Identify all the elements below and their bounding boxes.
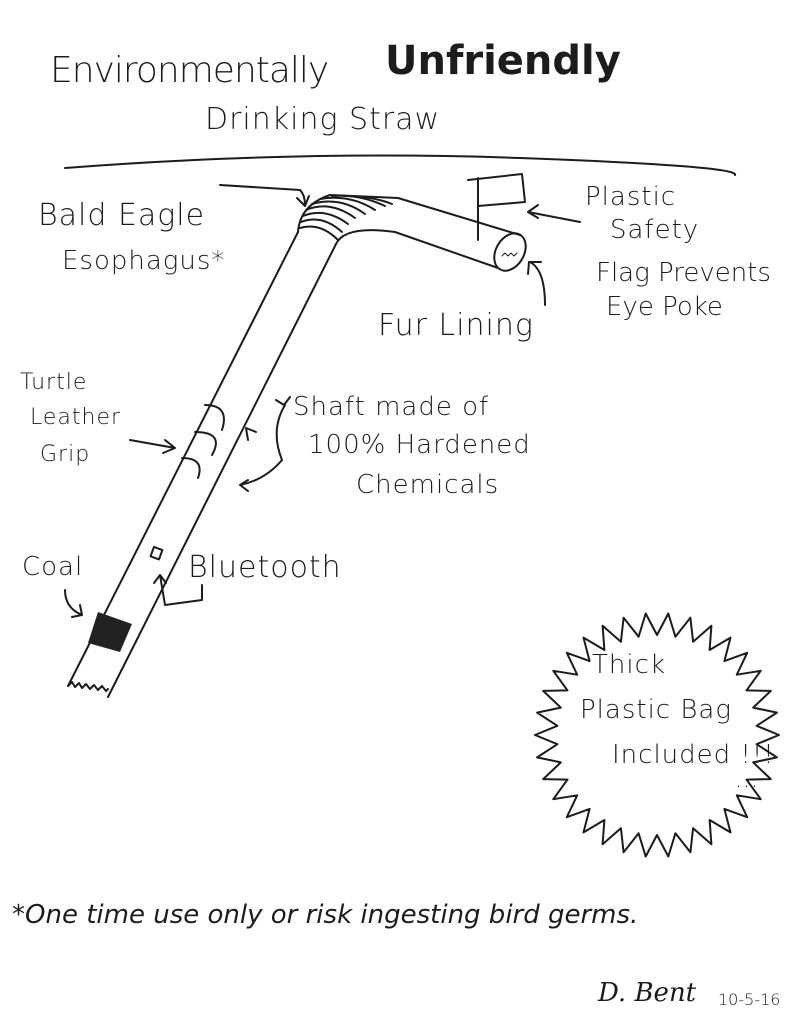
straw-top-lower-edge: [394, 231, 499, 269]
label-bald-eagle: Bald Eagle: [38, 198, 206, 233]
label-turtle-3: Grip: [40, 442, 91, 467]
label-shaft-3: Chemicals: [356, 470, 500, 500]
starburst-line1: Thick: [592, 650, 666, 680]
label-flag-2: Safety: [610, 215, 700, 245]
label-turtle-2: Leather: [30, 405, 122, 430]
arrow-fur: [527, 261, 546, 306]
signature-name: D. Bent: [598, 978, 697, 1008]
label-flag-1: Plastic: [585, 182, 677, 212]
arrow-coal: [64, 589, 83, 618]
starburst: [534, 612, 780, 858]
label-bluetooth: Bluetooth: [188, 550, 342, 585]
arrow-bluetooth: [153, 574, 203, 606]
arrow-grip: [129, 439, 176, 454]
coal-band: [88, 612, 132, 652]
starburst-dots: ...: [735, 768, 759, 793]
label-turtle-1: Turtle: [20, 370, 88, 395]
signature-date: 10-5-16: [718, 990, 781, 1009]
title-divider: [64, 154, 737, 176]
straw-bottom-fringe: [67, 681, 109, 692]
label-coal: Coal: [22, 552, 84, 582]
title-emphasis: Unfriendly: [385, 38, 621, 84]
label-fur-lining: Fur Lining: [378, 308, 534, 343]
label-shaft-2: 100% Hardened: [308, 430, 531, 460]
starburst-line2: Plastic Bag: [580, 695, 732, 725]
label-flag-4: Eye Poke: [606, 292, 723, 322]
straw-top-upper-edge: [397, 197, 521, 236]
label-esophagus: Esophagus*: [62, 246, 226, 276]
bluetooth-chip: [149, 545, 164, 561]
straw-shaft-right-edge: [107, 243, 337, 698]
arrow-flag: [527, 204, 581, 223]
starburst-line3: Included !!!: [612, 740, 775, 770]
bend-ridges: [299, 194, 393, 241]
turtle-grip: [181, 404, 225, 479]
arrow-esophagus: [219, 184, 310, 207]
footnote: *One time use only or risk ingesting bir…: [12, 900, 639, 930]
arrow-shaft: [239, 396, 291, 492]
title-line2: Drinking Straw: [205, 102, 441, 137]
straw-opening-fur: [493, 232, 527, 272]
label-flag-3: Flag Prevents: [596, 258, 771, 288]
label-shaft-1: Shaft made of: [293, 392, 490, 422]
safety-flag: [467, 173, 526, 207]
title-line1: Environmentally: [50, 50, 329, 91]
